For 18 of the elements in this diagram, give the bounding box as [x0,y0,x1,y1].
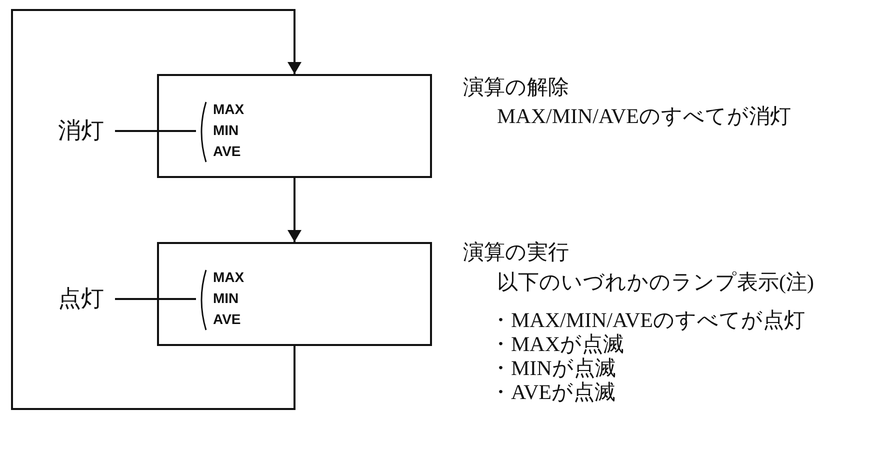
bracketed-list: MAX MIN AVE [196,267,256,333]
leader-line [115,298,196,300]
arrow [11,9,302,410]
note-text: ・MAX/MIN/AVEのすべてが点灯 [490,307,805,333]
note-text: 演算の解除 [463,74,569,100]
label-text: 点灯 [58,284,112,314]
note-text: ・MINが点滅 [490,355,616,381]
leader-line [115,130,196,132]
note-text: MAX/MIN/AVEのすべてが消灯 [497,103,791,129]
bracketed-list: MAX MIN AVE [196,99,256,165]
note-text: ・AVEが点滅 [490,379,616,405]
arrow [288,178,302,242]
process-box [157,74,432,178]
label-text: 消灯 [58,116,112,146]
note-text: 演算の実行 [463,239,569,265]
note-text: ・MAXが点滅 [490,331,624,357]
process-box [157,242,432,346]
note-text: 以下のいづれかのランプ表示(注) [497,269,814,295]
